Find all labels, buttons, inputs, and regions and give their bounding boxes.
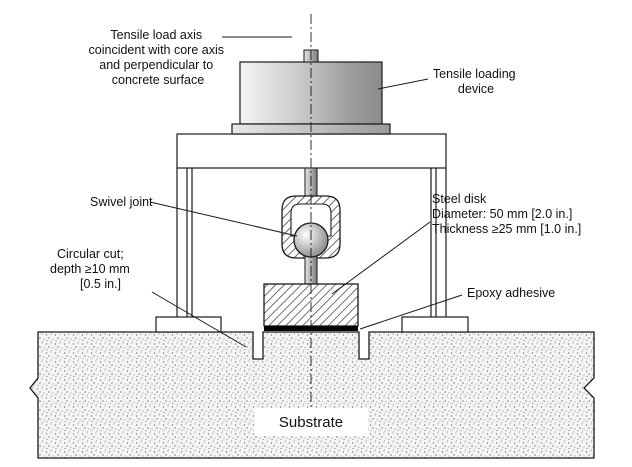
label-swivel-joint: Swivel joint	[90, 195, 153, 209]
label-substrate: Substrate	[279, 414, 343, 431]
left-foot-pad	[155, 316, 222, 333]
frame-crossbar	[176, 133, 447, 169]
substrate	[29, 331, 595, 459]
substrate-label-box	[254, 408, 368, 436]
label-circular-cut: Circular cut; depth ≥10 mm [0.5 in.]	[50, 247, 133, 291]
label-loading-device: Tensile loading device	[433, 67, 519, 96]
label-tensile-axis: Tensile load axis coincident with core a…	[89, 28, 228, 87]
label-steel-disk: Steel disk Diameter: 50 mm [2.0 in.] Thi…	[432, 192, 581, 236]
leader-lines	[149, 36, 463, 348]
frame-left-leg	[176, 168, 193, 317]
right-foot-pad	[401, 316, 469, 333]
label-epoxy-adhesive: Epoxy adhesive	[467, 286, 555, 300]
frame-right-leg	[430, 168, 447, 317]
